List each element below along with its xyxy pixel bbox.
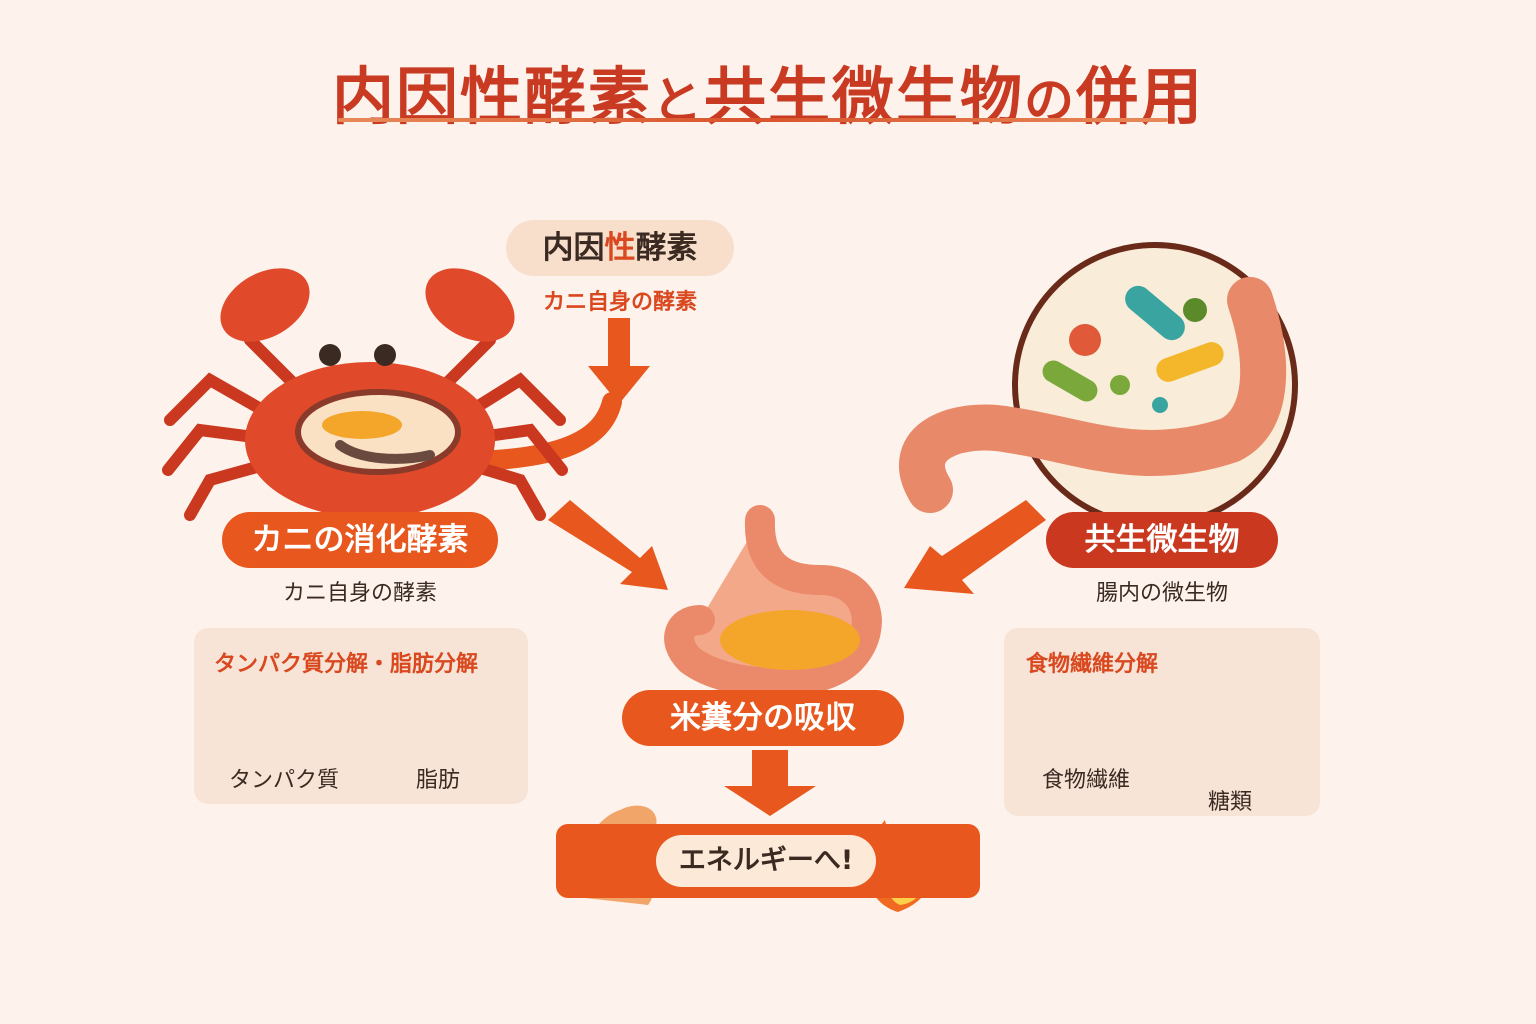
endogenous-enzyme-bubble: 内因性酵素: [506, 220, 734, 276]
energy-text: エネルギーへ!: [656, 835, 876, 887]
microbes-breakdown-panel: [1004, 628, 1320, 816]
crab-illustration: [162, 268, 568, 521]
arrow-down-to-energy: [724, 750, 816, 816]
endogenous-subtitle: カニ自身の酵素: [542, 290, 697, 315]
crab-enzyme-caption: カニ自身の酵素: [282, 581, 437, 606]
bubble-text-a: 内因: [542, 230, 605, 266]
microbes-pill: 共生微生物: [1046, 512, 1278, 568]
protein-label: タンパク質: [228, 768, 339, 793]
fat-label: 脂肪: [415, 768, 460, 793]
microbes-panel-title: 食物繊維分解: [1026, 652, 1159, 677]
microbes-illustration: [899, 242, 1298, 528]
crab-panel-title: タンパク質分解・脂肪分解: [214, 652, 479, 677]
fiber-label: 食物繊維: [1041, 768, 1130, 793]
crab-breakdown-panel: [194, 628, 528, 804]
arrow-crab-to-stomach: [548, 500, 668, 590]
arrow-microbes-to-stomach: [904, 500, 1046, 594]
title-underline: [338, 118, 1168, 122]
bubble-text-highlight: 性: [604, 230, 636, 266]
arrow-down-from-bubble: [588, 318, 650, 404]
microbes-caption: 腸内の微生物: [1095, 581, 1228, 606]
bubble-text-b: 酵素: [635, 230, 698, 266]
stomach-illustration: [664, 505, 882, 698]
absorption-pill: 米糞分の吸収: [622, 690, 904, 746]
sugar-label: 糖類: [1207, 790, 1252, 815]
crab-enzyme-pill: カニの消化酵素: [222, 512, 498, 568]
